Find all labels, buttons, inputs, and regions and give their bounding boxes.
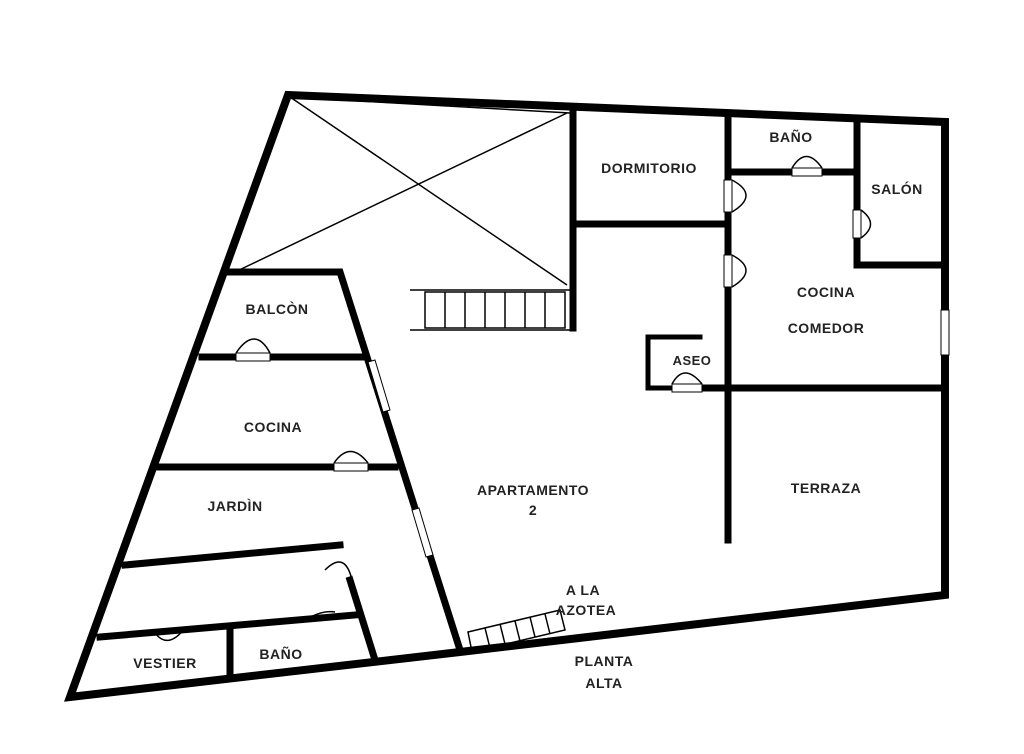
room-label-comedor: COMEDOR	[787, 320, 865, 336]
door-gap	[723, 179, 733, 213]
door-gap	[791, 167, 823, 177]
window	[940, 309, 950, 356]
door-gap	[671, 383, 703, 393]
room-label-salon: SALÓN	[871, 181, 923, 197]
note-azotea: AZOTEA	[555, 602, 617, 618]
room-label-cocina: COCINA	[796, 284, 856, 300]
room-label-vestier: VESTIER	[133, 655, 197, 671]
door-swings	[154, 155, 872, 642]
void-diagonal	[289, 96, 568, 286]
window	[411, 507, 434, 558]
room-label-balcon: BALCÒN	[245, 301, 309, 317]
room-label-bano: BAÑO	[769, 129, 813, 145]
staircase	[410, 289, 570, 331]
room-label-jardin: JARDÌN	[207, 498, 263, 514]
room-label-dormitorio: DORMITORIO	[601, 160, 697, 176]
note-a-la: A LA	[565, 582, 601, 598]
room-label-terraza: TERRAZA	[790, 480, 862, 496]
door-gap	[333, 462, 369, 472]
outer-wall	[64, 90, 949, 702]
door-gap	[235, 352, 271, 362]
room-label-cocina-left: COCINA	[243, 419, 303, 435]
room-label-bano-bottom: BAÑO	[259, 646, 303, 662]
room-label-apartamento: APARTAMENTO	[476, 482, 590, 498]
note-alta: ALTA	[585, 675, 623, 691]
staircase-azotea	[467, 609, 566, 653]
room-label-apartamento-number: 2	[528, 502, 538, 518]
void-edge	[289, 96, 571, 114]
wall	[345, 575, 380, 665]
door-gap	[723, 254, 733, 288]
wall	[121, 541, 344, 569]
window	[367, 359, 391, 413]
note-planta: PLANTA	[574, 653, 634, 669]
room-label-aseo: ASEO	[672, 353, 712, 368]
door-gap	[852, 209, 862, 239]
void-diagonal	[234, 112, 568, 273]
